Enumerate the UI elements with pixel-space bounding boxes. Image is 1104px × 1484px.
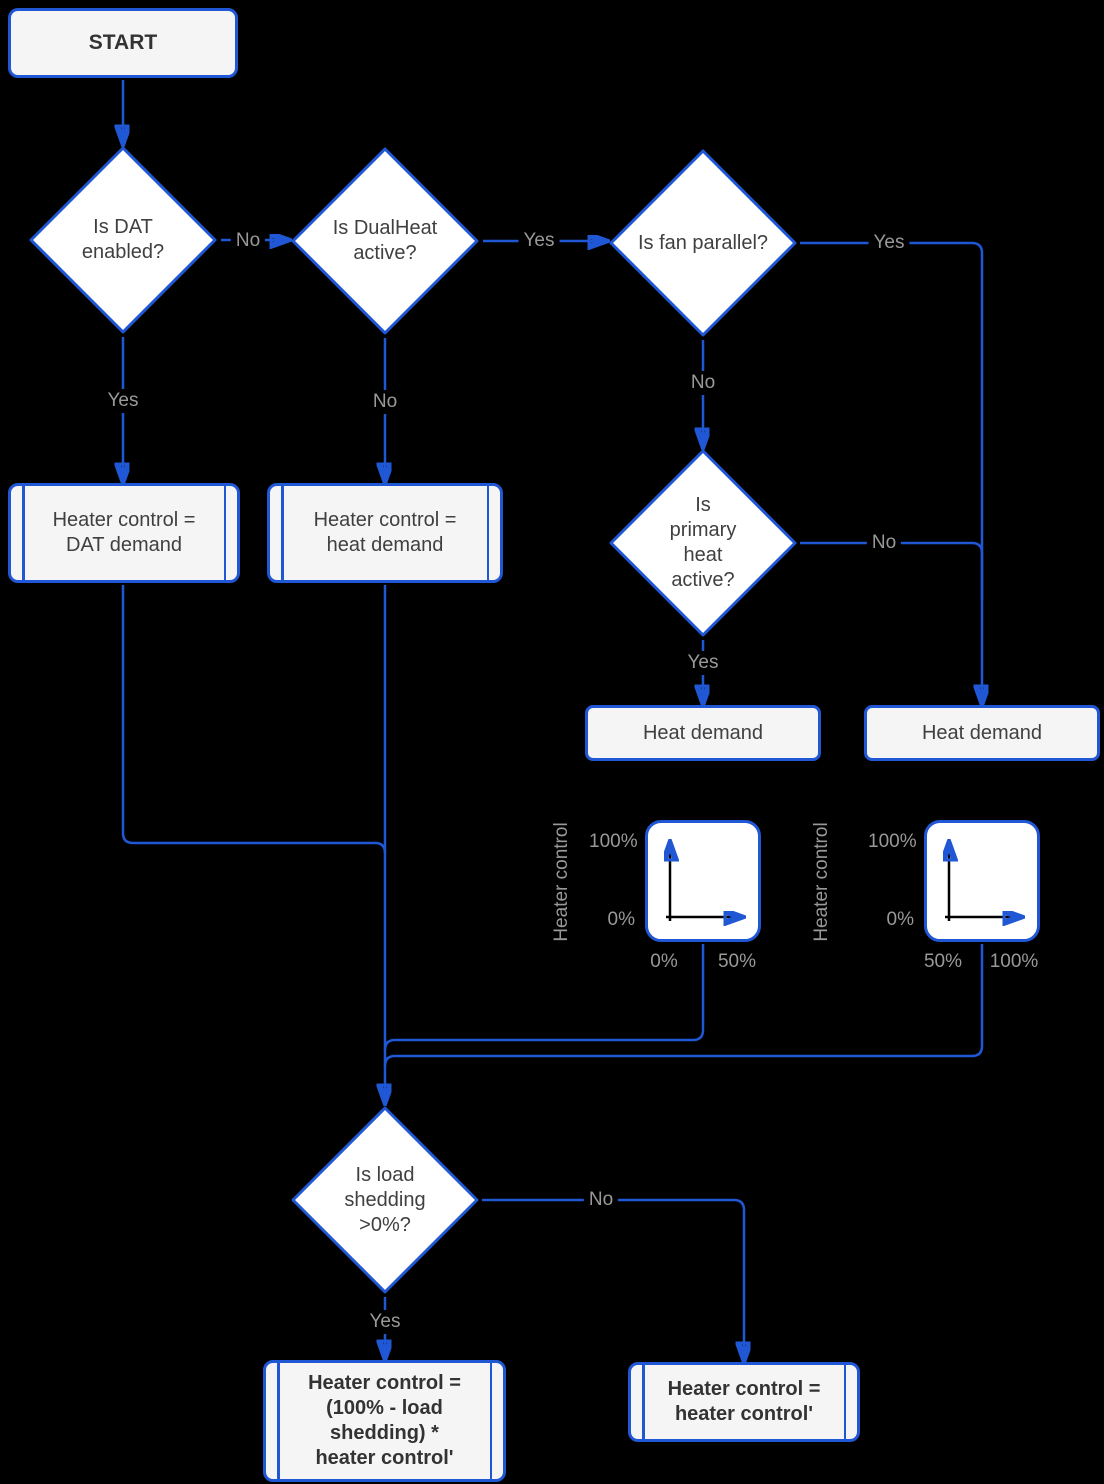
decision-fan-parallel-label: Is fan parallel?	[637, 231, 769, 254]
box-heat-demand-right-label: Heat demand	[921, 721, 1043, 744]
chart-right-ytick-top: 100%	[868, 831, 917, 852]
chart-right-ytick-bottom: 0%	[886, 909, 914, 930]
edge-label-primary-no: No	[866, 531, 902, 555]
chart-left-ylabel: Heater control	[551, 822, 572, 942]
chart-heater-control-left	[645, 820, 761, 942]
decision-load-shedding: Is load shedding >0%?	[290, 1105, 480, 1295]
process-heater-control-load-shedding-label: Heater control = (100% - load shedding) …	[308, 1372, 461, 1469]
diamond-shape	[609, 149, 797, 337]
process-heater-control-dat-demand: Heater control = DAT demand	[8, 483, 240, 583]
edge-label-shed-yes: Yes	[364, 1310, 406, 1334]
box-heat-demand-left-label: Heat demand	[642, 721, 764, 744]
edge-label-dualheat-no: No	[367, 390, 403, 414]
decision-dualheat-active-label: Is DualHeat active?	[332, 217, 438, 264]
decision-dat-enabled-label: Is DAT enabled?	[81, 216, 165, 263]
chart-left-xtick-left: 0%	[650, 951, 678, 972]
process-heater-control-prime: Heater control = heater control'	[628, 1362, 860, 1442]
process-heater-control-prime-label: Heater control = heater control'	[667, 1378, 821, 1425]
edge-label-dat-yes: Yes	[102, 389, 144, 413]
process-heater-control-load-shedding: Heater control = (100% - load shedding) …	[263, 1360, 506, 1482]
decision-dualheat-active: Is DualHeat active?	[290, 146, 480, 336]
start-node: START	[8, 8, 238, 78]
chart-left-ytick-top: 100%	[589, 831, 638, 852]
box-heat-demand-left: Heat demand	[585, 705, 821, 761]
chart-heater-control-right	[924, 820, 1040, 942]
edge-label-primary-yes: Yes	[682, 651, 724, 675]
diamond-shape	[291, 147, 479, 335]
diamond-shape	[609, 449, 797, 637]
diamond-shape	[29, 146, 217, 334]
axes-icon	[648, 823, 758, 939]
edge-label-fan-no: No	[685, 371, 721, 395]
decision-fan-parallel: Is fan parallel?	[608, 148, 798, 338]
chart-left-ytick-bottom: 0%	[607, 909, 635, 930]
decision-dat-enabled: Is DAT enabled?	[28, 145, 218, 335]
chart-right-ylabel: Heater control	[811, 822, 832, 942]
process-heater-control-heat-demand-label: Heater control = heat demand	[313, 509, 457, 556]
edge-label-dat-no: No	[230, 229, 266, 253]
decision-primary-heat-active-label: Is primary heat active?	[669, 494, 737, 591]
chart-right-xtick-left: 50%	[923, 951, 963, 972]
process-heater-control-dat-demand-label: Heater control = DAT demand	[52, 509, 196, 556]
decision-load-shedding-label: Is load shedding >0%?	[344, 1163, 426, 1236]
decision-primary-heat-active: Is primary heat active?	[608, 448, 798, 638]
edge-label-fan-yes: Yes	[868, 231, 910, 255]
chart-right-xtick-right: 100%	[989, 951, 1039, 972]
start-node-label: START	[88, 30, 158, 54]
process-heater-control-heat-demand: Heater control = heat demand	[267, 483, 503, 583]
axes-icon	[927, 823, 1037, 939]
chart-left-xtick-right: 50%	[717, 951, 757, 972]
edge-label-shed-no: No	[583, 1188, 619, 1212]
box-heat-demand-right: Heat demand	[864, 705, 1100, 761]
edge-label-dualheat-yes: Yes	[518, 229, 560, 253]
diamond-shape	[291, 1106, 479, 1294]
